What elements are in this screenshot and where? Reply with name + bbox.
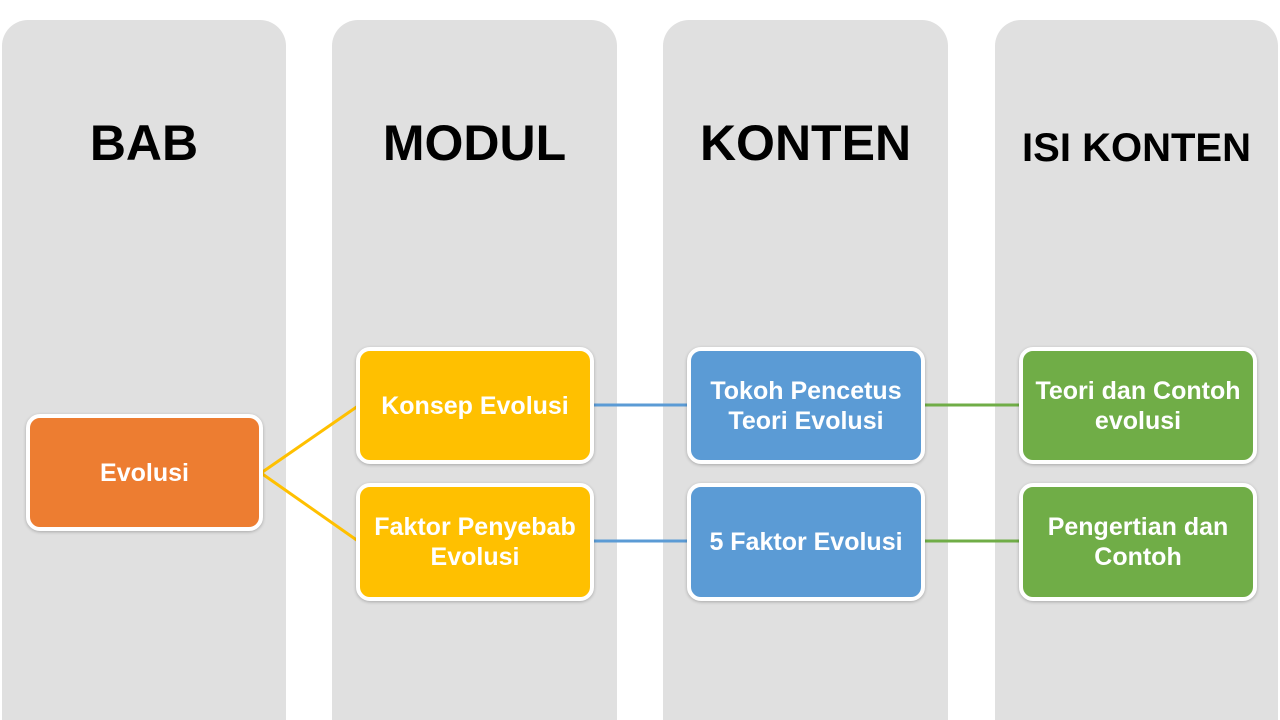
node-faktor-penyebab-evolusi: Faktor Penyebab Evolusi	[356, 483, 594, 601]
node-label: Faktor Penyebab Evolusi	[374, 513, 576, 571]
node-tokoh-pencetus-teori-evolusi: Tokoh Pencetus Teori Evolusi	[687, 347, 925, 464]
node-label: Tokoh Pencetus Teori Evolusi	[710, 376, 902, 435]
node-label: Pengertian dan Contoh	[1047, 513, 1229, 571]
node-label: Evolusi	[100, 458, 189, 487]
node-label: 5 Faktor Evolusi	[709, 528, 903, 556]
column-header-konten: KONTEN	[699, 115, 912, 171]
column-header-bab: BAB	[89, 115, 199, 171]
node-label: Teori dan Contoh evolusi	[1035, 376, 1241, 435]
node-label: Konsep Evolusi	[381, 391, 569, 420]
node-5-faktor-evolusi: 5 Faktor Evolusi	[687, 483, 925, 601]
node-konsep-evolusi: Konsep Evolusi	[356, 347, 594, 464]
node-evolusi: Evolusi	[26, 414, 263, 531]
column-header-isi-konten: ISI KONTEN	[1022, 126, 1251, 170]
column-bab: BAB	[2, 20, 286, 720]
column-header-modul: MODUL	[382, 115, 567, 171]
node-pengertian-dan-contoh: Pengertian dan Contoh	[1019, 483, 1257, 601]
node-teori-dan-contoh-evolusi: Teori dan Contoh evolusi	[1019, 347, 1257, 464]
